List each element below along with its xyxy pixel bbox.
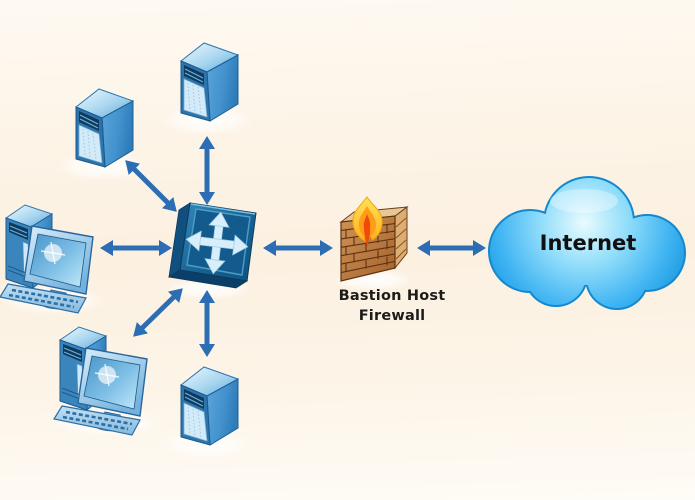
node-server-top-left	[56, 80, 148, 181]
firewall-icon	[331, 196, 415, 291]
node-bastion-firewall	[331, 196, 417, 291]
firewall-label-line1: Bastion Host	[338, 288, 446, 304]
node-internet-cloud: Internet	[484, 175, 692, 318]
firewall-label: Bastion Host Firewall	[312, 287, 472, 326]
internet-cloud-icon: Internet	[488, 176, 686, 310]
firewall-label-line2: Firewall	[358, 307, 426, 324]
server-icon	[161, 42, 253, 135]
node-lan-switch	[163, 196, 263, 300]
internet-label: Internet	[540, 231, 637, 255]
server-icon	[56, 88, 148, 181]
node-server-bottom	[161, 358, 253, 459]
node-server-top	[161, 34, 253, 135]
workstation-icon	[0, 204, 107, 315]
server-icon	[161, 366, 253, 459]
node-workstation-left	[0, 200, 108, 315]
node-workstation-bottom-left	[52, 322, 162, 437]
workstation-icon	[53, 326, 161, 437]
switch-icon	[163, 202, 257, 300]
